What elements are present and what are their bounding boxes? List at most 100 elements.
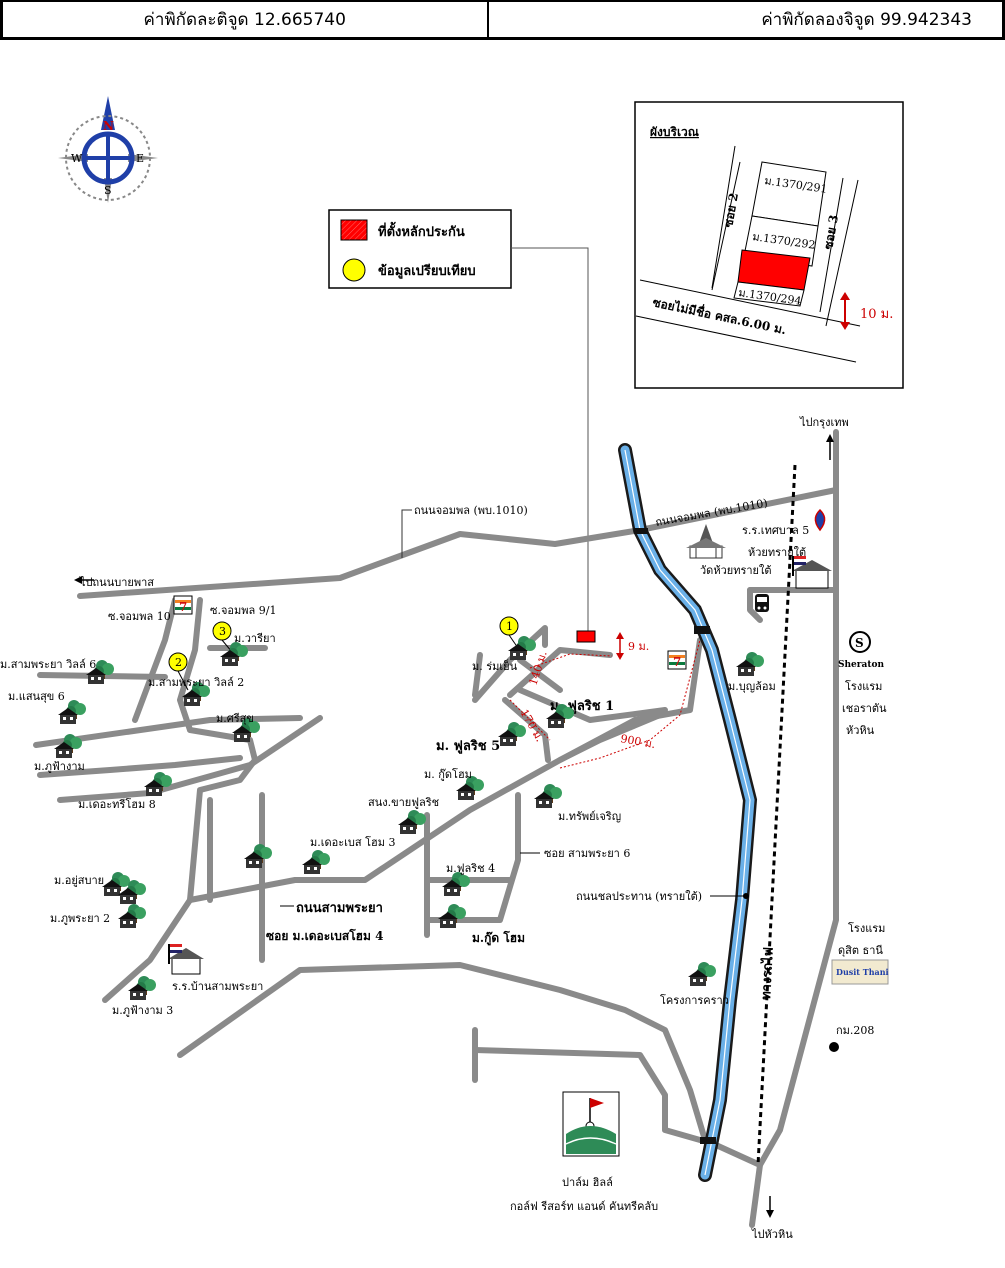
village-phufangam-icon xyxy=(54,734,82,758)
sheraton-label-2: เชอราตัน xyxy=(842,702,887,715)
longitude-label: ค่าพิกัดลองจิจูด 99.942343 xyxy=(761,10,972,30)
railway-label: ทางรถไฟ xyxy=(757,947,777,1001)
school-sampraya-label: ร.ร.บ้านสามพระยา xyxy=(172,980,263,993)
legend-collateral-swatch xyxy=(340,219,368,241)
school-thesaban-icon xyxy=(792,556,832,589)
roads xyxy=(33,429,839,1228)
wat-label: วัดห้วยทรายใต้ xyxy=(700,564,772,577)
compass-e: E xyxy=(136,152,144,165)
sisuk-label: ม.ศรีสุข xyxy=(216,712,254,725)
sampraya-villa2-label: ม.สามพระยา วิลล์ 2 xyxy=(148,676,244,689)
compass-icon: N S E W xyxy=(58,96,158,203)
village-saensuk6-icon xyxy=(58,700,86,724)
compass-w: W xyxy=(71,152,83,165)
inset-title: ผังบริเวณ xyxy=(650,125,699,139)
soi-jomphol91-label: ซ.จอมพล 9/1 xyxy=(210,604,276,617)
seven-eleven-icon: 7 xyxy=(173,595,193,615)
svg-text:3: 3 xyxy=(219,625,226,638)
village-fullrich5-icon xyxy=(498,722,526,746)
sheraton-label-1: โรงแรม xyxy=(845,679,882,693)
comparison-marker-1: 1 xyxy=(499,616,519,649)
bridge-icon xyxy=(694,626,710,634)
latitude-label: ค่าพิกัดละติจูด 12.665740 xyxy=(3,2,489,37)
golf-club-logo-icon xyxy=(562,1091,620,1157)
svg-text:Dusit Thani: Dusit Thani xyxy=(836,967,889,977)
yoosabai-label: ม.อยู่สบาย xyxy=(54,874,104,887)
svg-text:2: 2 xyxy=(175,656,182,669)
village-boonlom-icon xyxy=(736,652,764,676)
village-sapcharoen-icon xyxy=(534,784,562,808)
svg-text:7: 7 xyxy=(179,600,187,614)
goodhome-label: ม. กู๊ดโฮม xyxy=(424,767,472,781)
school-thesaban-label: ร.ร.เทศบาล 5 xyxy=(742,524,809,537)
inset-plan: ผังบริเวณ ม.1370/291 ม.1370/292 ม.1370/2… xyxy=(634,101,904,389)
jomphol-road-label-left: ถนนจอมพล (พบ.1010) xyxy=(414,504,528,517)
soi-thebase4-label: ซอย ม.เดอะเบสโฮม 4 xyxy=(266,928,383,943)
inset-soi2: ซอย 2 xyxy=(721,192,741,229)
thebase3-label: ม.เดอะเบส โฮม 3 xyxy=(310,835,396,849)
saensuk6-label: ม.แสนสุข 6 xyxy=(8,690,65,703)
village-thebase3-icon xyxy=(302,850,330,874)
palm-hills-label-2: กอล์ฟ รีสอร์ท แอนด์ คันทรีคลับ xyxy=(510,1200,658,1213)
legend: ที่ตั้งหลักประกัน ข้อมูลเปรียบเทียบ xyxy=(328,209,512,289)
village-goodhome2-icon xyxy=(438,904,466,928)
village-krao-icon xyxy=(688,962,716,986)
seven-eleven-icon-2: 7 xyxy=(667,650,687,670)
fullrich5-label: ม. ฟูลริช 5 xyxy=(436,739,500,754)
dusit-label-1: โรงแรม xyxy=(848,921,885,935)
collateral-marker xyxy=(576,630,596,643)
sheraton-logo-icon: Sheraton S xyxy=(849,631,871,653)
goodhome2-label: ม.กู๊ด โฮม xyxy=(472,930,525,946)
sheraton-label-3: หัวหิน xyxy=(846,724,875,737)
inset-soi3: ซอย 3 xyxy=(821,214,841,251)
romyen-label: ม. ร่มเย็น xyxy=(472,659,518,673)
distance-900: 900 ม. xyxy=(619,732,656,751)
village-fullrich4-icon xyxy=(442,872,470,896)
sapcharoen-label: ม.ทรัพย์เจริญ xyxy=(558,810,621,823)
soi-jomphol10-label: ซ.จอมพล 10 xyxy=(108,610,171,623)
inset-distance: 10 ม. xyxy=(860,307,893,322)
canal-road-label: ถนนชลประทาน (ทรายใต้) xyxy=(576,890,702,903)
wariya-label: ม.วารียา xyxy=(234,632,276,645)
compass-s: S xyxy=(104,184,112,197)
village-thebase-icon xyxy=(244,844,272,868)
to-huahin-label: ไปหัวหิน xyxy=(751,1228,793,1241)
sampraya-villa6-label: ม.สามพระยา วิลล์ 6 xyxy=(0,658,96,671)
fuel-station-icon xyxy=(814,508,826,532)
sampraya-road-label: ถนนสามพระยา xyxy=(296,901,383,916)
dusit-label-2: ดุสิต ธานี xyxy=(838,944,883,957)
village-phuphraya2-icon xyxy=(118,904,146,928)
legend-collateral-label: ที่ตั้งหลักประกัน xyxy=(378,221,465,240)
compass-n: N xyxy=(103,119,114,133)
school-thesaban-label-2: ห้วยทรายใต้ xyxy=(748,546,806,559)
legend-comparison-swatch xyxy=(342,258,366,282)
bridge-icon-2 xyxy=(634,528,648,534)
temple-icon xyxy=(686,524,726,559)
thethree8-label: ม.เดอะทรีโฮม 8 xyxy=(78,797,156,811)
phufangam-label: ม.ภูฟ้างาม xyxy=(34,760,85,773)
boonlom-label: ม.บุญล้อม xyxy=(728,680,776,693)
svg-text:S: S xyxy=(855,636,864,650)
svg-text:1: 1 xyxy=(506,620,513,633)
legend-comparison-label: ข้อมูลเปรียบเทียบ xyxy=(378,263,476,279)
bridge-icon-3 xyxy=(700,1137,716,1144)
soi-sampraya6-label: ซอย สามพระยา 6 xyxy=(544,847,630,860)
comparison-marker-2: 2 xyxy=(168,652,189,691)
office-fullrich-icon xyxy=(398,810,426,834)
fullrich4-label: ม.ฟูลริช 4 xyxy=(446,862,495,875)
krao-label: โครงการคราว xyxy=(660,993,729,1007)
canal xyxy=(618,443,758,1182)
dusit-logo-icon: Dusit Thani xyxy=(831,959,889,985)
phufangam3-label: ม.ภูฟ้างาม 3 xyxy=(112,1004,173,1017)
to-bangkok-label: ไปกรุงเทพ xyxy=(799,416,849,429)
sheraton-logo-text: Sheraton xyxy=(838,660,885,670)
village-thethree8-icon xyxy=(144,772,172,796)
coordinate-bar: ค่าพิกัดละติจูด 12.665740 ค่าพิกัดลองจิจ… xyxy=(0,0,1005,40)
phuphraya2-label: ม.ภูพระยา 2 xyxy=(50,912,110,925)
to-bypass-label: ไปถนนบายพาส xyxy=(79,576,154,589)
school-sampraya-icon xyxy=(168,944,204,975)
sanong-label: สนง.ขายฟูลริช xyxy=(368,796,439,809)
km-marker xyxy=(829,1042,839,1052)
distance-9m: 9 ม. xyxy=(628,640,649,653)
